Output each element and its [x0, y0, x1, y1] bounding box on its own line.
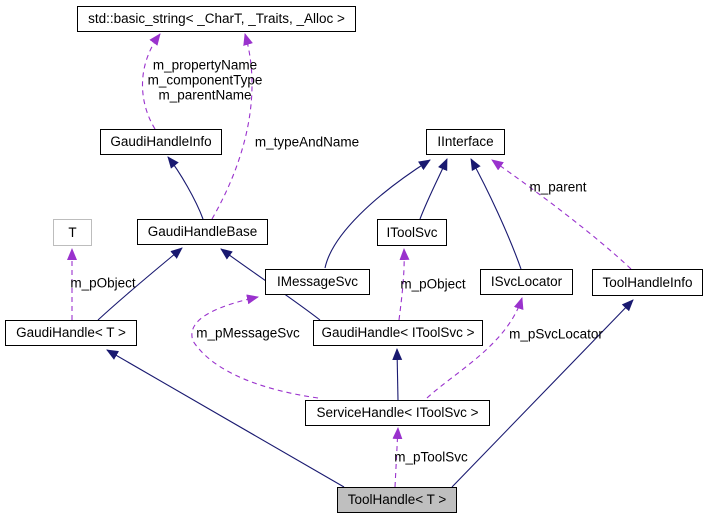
node-i-interface[interactable]: IInterface [426, 129, 505, 155]
edge-label-m-parent-name: m_parentName [158, 87, 252, 103]
node-gaudi-handle-itoolsvc[interactable]: GaudiHandle< IToolSvc > [313, 320, 483, 346]
edge-usage-gaudihandlebase-basicstring [211, 33, 253, 220]
edge-label-m-type-and-name: m_typeAndName [254, 134, 360, 150]
edge-label-m-parent: m_parent [529, 179, 587, 195]
edge-usage-servicehandle-isvclocator [426, 297, 524, 399]
node-tool-handle-t: ToolHandle< T > [337, 487, 457, 513]
node-i-message-svc[interactable]: IMessageSvc [265, 269, 370, 295]
edge-inherit-toolhandle-gaudihandle-t [106, 349, 345, 488]
node-i-tool-svc[interactable]: IToolSvc [377, 219, 447, 246]
node-t: T [53, 219, 92, 246]
node-tool-handle-info[interactable]: ToolHandleInfo [592, 269, 703, 296]
edge-inherit-isvclocator-iinterface [470, 158, 522, 270]
edge-inherit-gaudihandlebase-gaudihandleinfo [167, 156, 204, 220]
edge-usage-toolhandleinfo-iinterface [491, 159, 632, 270]
edge-label-member-strings: m_propertyName m_componentType m_parentN… [148, 58, 263, 103]
edge-usage-toolhandle-servicehandle [392, 427, 403, 488]
edge-label-m-property-name: m_propertyName [152, 57, 258, 73]
node-service-handle-itoolsvc[interactable]: ServiceHandle< IToolSvc > [305, 400, 490, 426]
node-std-basic-string: std::basic_string< _CharT, _Traits, _All… [77, 6, 356, 32]
edge-label-m-pmessagesvc: m_pMessageSvc [196, 325, 300, 341]
edge-label-m-ptoolsvc: m_pToolSvc [394, 449, 468, 465]
edge-label-m-psvclocator: m_pSvcLocator [509, 326, 603, 342]
edge-label-m-pobject-t: m_pObject [70, 275, 136, 291]
edge-usage-gaudihandle-itoolsvc-itoolsvc [398, 248, 410, 321]
edge-label-m-pobject-itoolsvc: m_pObject [400, 276, 466, 292]
edge-label-m-component-type: m_componentType [147, 72, 263, 88]
edge-inherit-gaudihandle-t-gaudihandlebase [97, 247, 183, 321]
edge-inherit-toolhandle-toolhandleinfo [451, 299, 634, 488]
edge-inherit-imessagesvc-iinterface [324, 159, 431, 269]
edge-inherit-servicehandle-gaudihandle-itoolsvc [392, 348, 403, 401]
node-gaudi-handle-base[interactable]: GaudiHandleBase [137, 219, 268, 245]
edge-inherit-itoolsvc-iinterface [419, 158, 448, 220]
node-gaudi-handle-t[interactable]: GaudiHandle< T > [5, 320, 137, 346]
edge-usage-servicehandle-imessagesvc [191, 294, 319, 399]
edge-usage-gaudihandleinfo-basicstring [142, 33, 161, 130]
node-gaudi-handle-info[interactable]: GaudiHandleInfo [100, 129, 222, 155]
node-i-svc-locator[interactable]: ISvcLocator [480, 269, 573, 295]
